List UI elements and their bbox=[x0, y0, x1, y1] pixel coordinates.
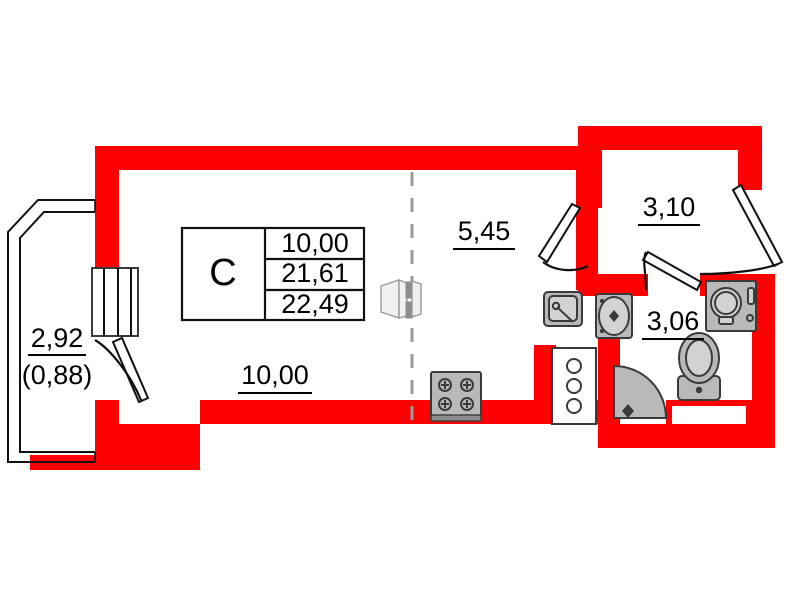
legend-type-letter: C bbox=[209, 252, 236, 294]
wall-balcony-stub bbox=[95, 400, 119, 424]
wall-right-hall bbox=[738, 150, 762, 190]
legend-outer-box bbox=[180, 226, 366, 322]
kitchen-stove bbox=[430, 371, 482, 422]
balcony-outline-inner bbox=[19, 211, 95, 453]
balcony-door-group bbox=[94, 336, 150, 404]
washing-machine bbox=[705, 280, 757, 332]
balcony-outline-group bbox=[7, 199, 96, 463]
legend-total-area: 21,61 bbox=[281, 258, 349, 288]
door-living-arc bbox=[542, 261, 589, 272]
doors-group bbox=[537, 183, 784, 292]
room-labels-group: 2,92 (0,88) 10,00 5,45 3,10 3,06 bbox=[22, 192, 704, 394]
wall-bottom-run bbox=[119, 400, 548, 424]
bathroom-niche bbox=[672, 406, 746, 424]
wall-hall-left-jamb bbox=[578, 170, 602, 208]
door-bathroom-arc bbox=[643, 251, 648, 291]
legend-living-area: 10,00 bbox=[281, 228, 349, 258]
kitchen-sink bbox=[543, 291, 583, 327]
door-living-leaf bbox=[537, 202, 582, 264]
label-bathroom-area: 3,06 bbox=[647, 306, 700, 336]
legend-total-with-balcony: 22,49 bbox=[281, 289, 349, 319]
balcony-door-leaf bbox=[111, 336, 150, 404]
label-kitchen-area: 5,45 bbox=[458, 216, 511, 246]
wash-basin bbox=[595, 293, 633, 339]
wall-bottom-step-left bbox=[30, 455, 200, 470]
wall-bathroom-bottom bbox=[598, 424, 775, 448]
toilet bbox=[677, 332, 721, 401]
shower-tray bbox=[613, 364, 668, 419]
wall-bathroom-right bbox=[752, 274, 775, 448]
wall-top-left bbox=[95, 146, 500, 268]
balcony-outline-outer bbox=[7, 199, 95, 463]
label-living-room-area: 10,00 bbox=[241, 360, 309, 390]
label-hall-area: 3,10 bbox=[643, 192, 696, 222]
wall-top-entry-step bbox=[500, 126, 762, 180]
balcony-door-arc bbox=[94, 339, 143, 401]
refrigerator bbox=[551, 347, 597, 425]
label-balcony-area: 2,92 bbox=[31, 323, 84, 353]
label-balcony-sub-area: (0,88) bbox=[22, 360, 93, 390]
door-entry-arc bbox=[699, 262, 779, 276]
sliding-partition bbox=[380, 278, 422, 319]
balcony-glazing-group bbox=[91, 267, 139, 337]
door-entry-leaf bbox=[731, 183, 784, 268]
door-bathroom-leaf bbox=[641, 250, 703, 292]
legend-table: C 10,00 21,61 22,49 bbox=[180, 226, 366, 322]
